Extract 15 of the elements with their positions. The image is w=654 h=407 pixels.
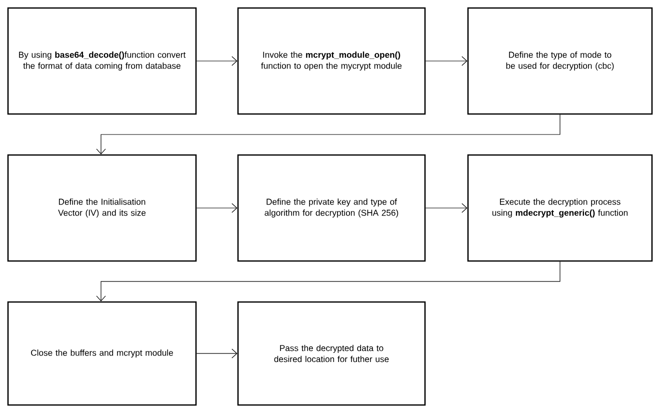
arrow	[425, 203, 468, 213]
process-box: Define the type of mode to be used for decryption (cbc)	[467, 7, 653, 115]
process-box: Define the private key and type of algorithm for decryption (SHA 256)	[237, 154, 426, 262]
arrow	[96, 114, 560, 154]
process-box: Pass the decrypted data to desired location for futher use	[237, 301, 426, 406]
process-box: Invoke the mcrypt_module_open() function to open the mycrypt module	[237, 7, 426, 115]
arrow	[196, 56, 238, 66]
arrow	[425, 56, 468, 66]
arrow	[196, 203, 238, 213]
process-box: Define the Initialisation Vector (IV) and its size	[7, 154, 197, 262]
process-box: By using base64_decode()function convert the format of data coming from database	[7, 7, 197, 115]
arrow	[96, 261, 560, 302]
process-box: Execute the decryption process using mdecrypt_generic() function	[467, 154, 653, 262]
process-box: Close the buffers and mcrypt module	[7, 301, 197, 406]
arrow	[196, 348, 238, 358]
